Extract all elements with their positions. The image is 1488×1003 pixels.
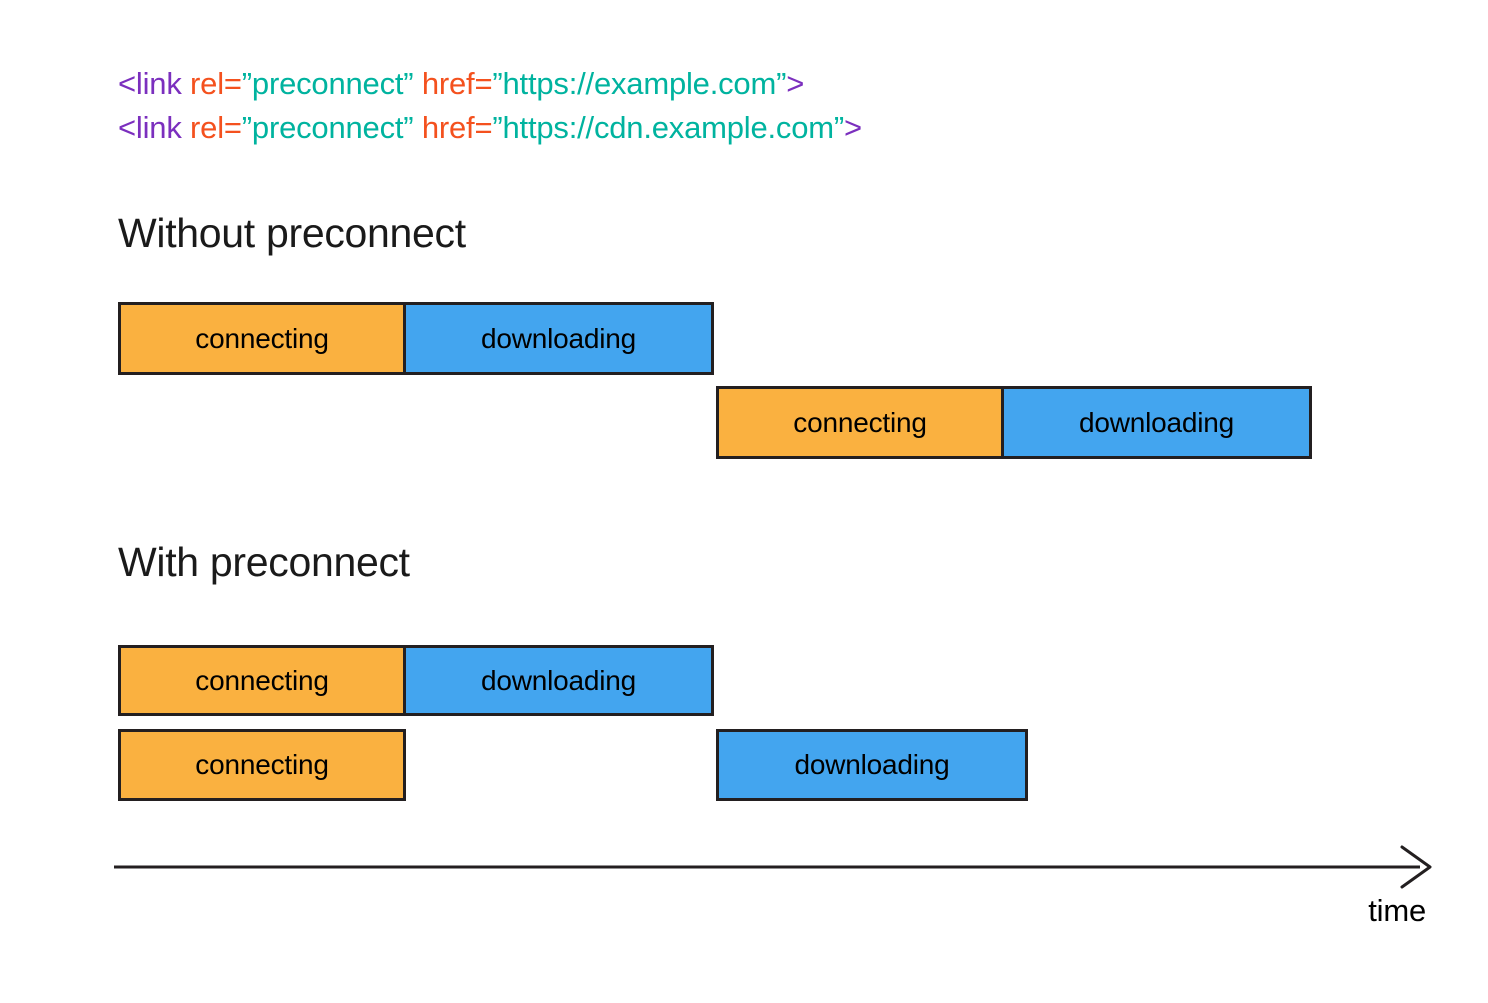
section-heading-without-preconnect: Without preconnect	[118, 210, 466, 256]
code-tag-open: <link	[118, 110, 182, 145]
code-attr-href: href=	[413, 66, 493, 101]
code-line-1: <link rel=”preconnect” href=”https://exa…	[118, 62, 862, 106]
timeline-bar-connecting: connecting	[716, 386, 1004, 459]
timeline-bar-downloading: downloading	[406, 645, 714, 716]
section-heading-with-preconnect: With preconnect	[118, 539, 410, 585]
timeline-bar-connecting: connecting	[118, 729, 406, 801]
code-attr-rel: rel=	[181, 110, 242, 145]
timeline-bar-connecting: connecting	[118, 302, 406, 375]
timeline-bar-downloading: downloading	[716, 729, 1028, 801]
timeline-bar-downloading: downloading	[1004, 386, 1312, 459]
code-tag-close: >	[786, 66, 805, 101]
code-attr-href: href=	[413, 110, 493, 145]
code-line-2: <link rel=”preconnect” href=”https://cdn…	[118, 106, 862, 150]
code-tag-open: <link	[118, 66, 182, 101]
code-tag-close: >	[844, 110, 862, 145]
code-value-rel: ”preconnect”	[241, 110, 414, 145]
code-value-rel: ”preconnect”	[241, 66, 414, 101]
timeline-bar-downloading: downloading	[406, 302, 714, 375]
code-attr-rel: rel=	[181, 66, 242, 101]
code-snippet: <link rel=”preconnect” href=”https://exa…	[118, 62, 862, 150]
time-axis-label: time	[1368, 893, 1426, 928]
timeline-bar-connecting: connecting	[118, 645, 406, 716]
code-value-href: ”https://example.com”	[492, 66, 787, 101]
time-axis-arrow	[114, 845, 1432, 889]
code-value-href: ”https://cdn.example.com”	[492, 110, 845, 145]
